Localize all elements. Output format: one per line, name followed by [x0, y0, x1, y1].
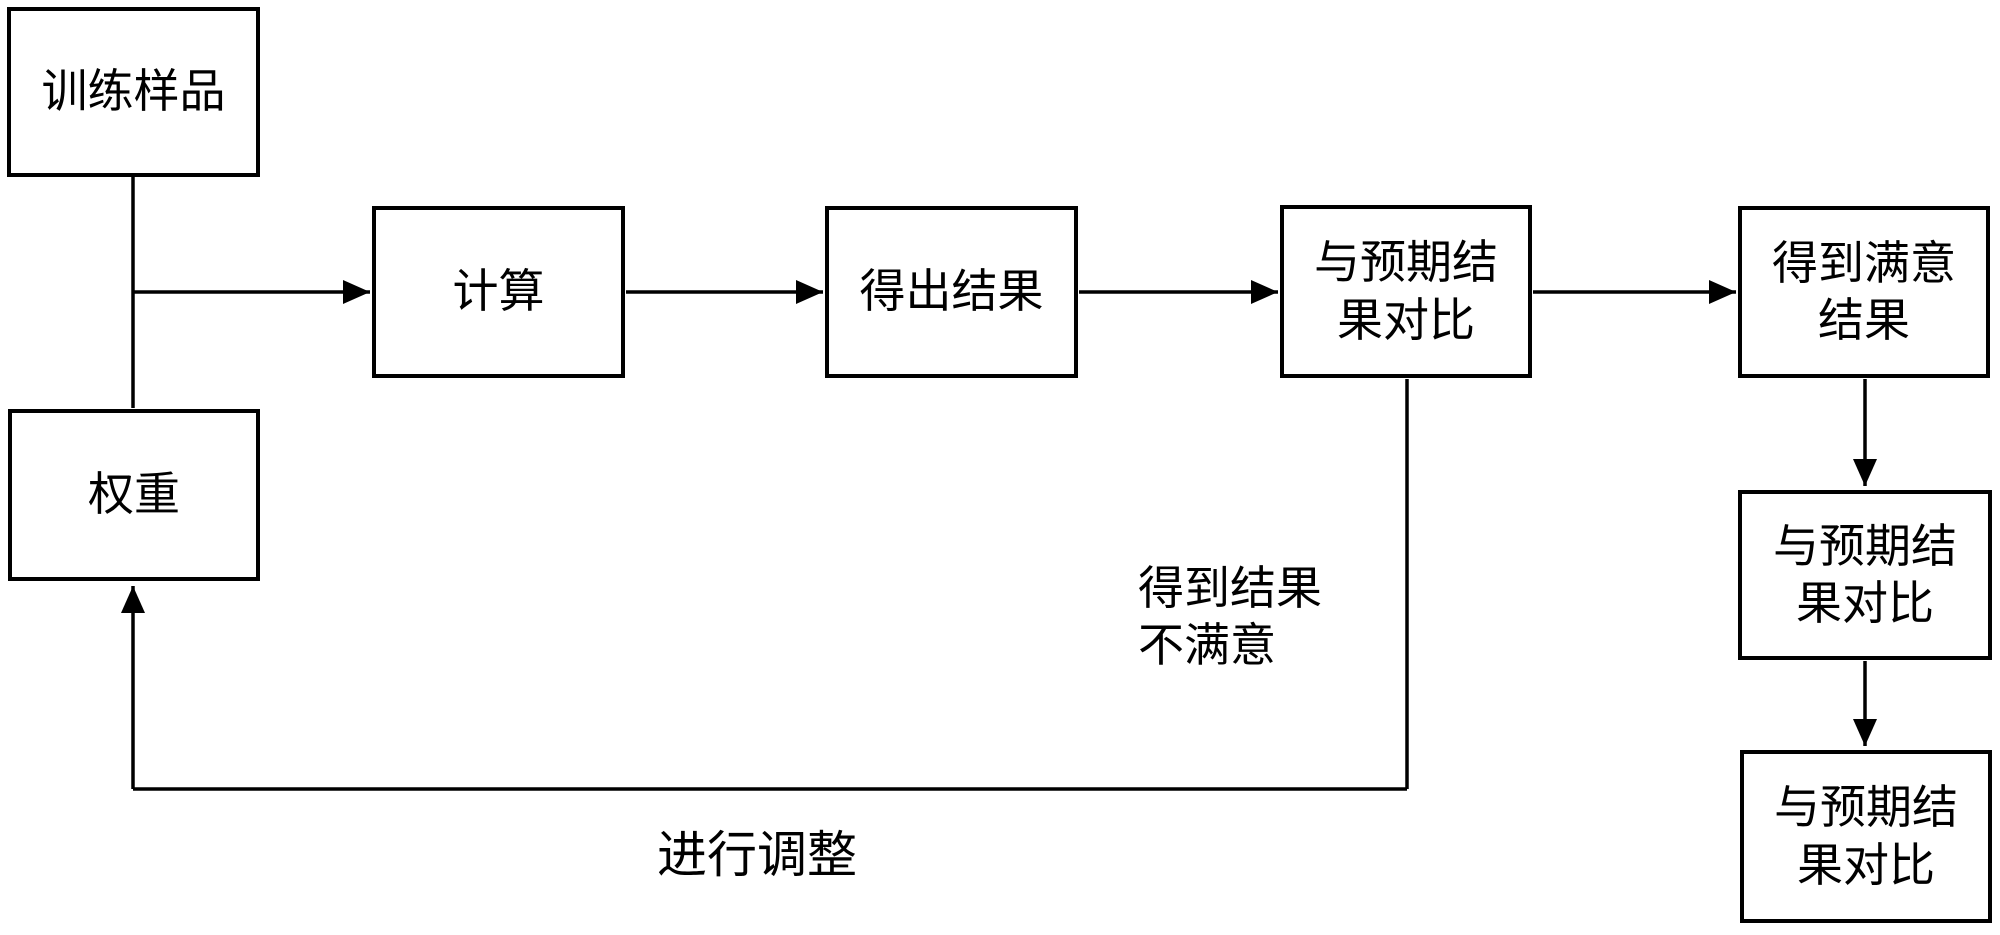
node-weights: 权重 — [8, 409, 260, 581]
node-output-result: 得出结果 — [825, 206, 1078, 378]
node-compare-expected-2: 与预期结 果对比 — [1738, 490, 1992, 660]
node-compute: 计算 — [372, 206, 625, 378]
edge-label-adjust-weights: 进行调整 — [657, 827, 857, 883]
node-training-samples: 训练样品 — [7, 7, 260, 177]
edge-label-unsatisfied-result: 得到结果 不满意 — [1138, 562, 1322, 672]
node-compare-expected-1: 与预期结 果对比 — [1280, 205, 1532, 378]
node-satisfied-result: 得到满意 结果 — [1738, 206, 1990, 378]
node-compare-expected-3: 与预期结 果对比 — [1740, 750, 1992, 923]
